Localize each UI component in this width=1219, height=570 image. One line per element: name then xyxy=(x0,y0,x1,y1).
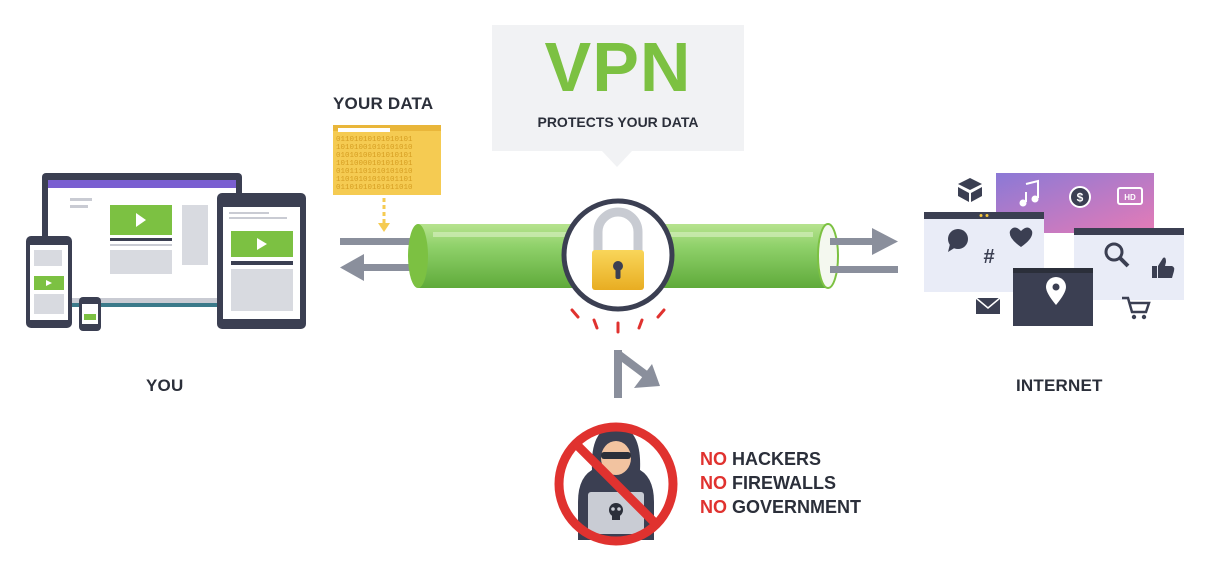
mail-icon xyxy=(975,297,1001,314)
arrow-right-icon xyxy=(830,228,898,255)
threats-list: NO HACKERS NO FIREWALLS NO GOVERNMENT xyxy=(700,447,861,519)
threat-government: NO GOVERNMENT xyxy=(700,495,861,519)
thumbs-up-icon xyxy=(1152,257,1175,278)
binary-row: 01101010101011010 xyxy=(336,184,413,192)
music-icon xyxy=(1019,179,1039,207)
binary-row: 11010101010101101 xyxy=(336,176,413,184)
binary-row: 01010100101010101 xyxy=(336,152,413,160)
internet-cluster: $ HD # xyxy=(924,173,1184,326)
threat-text: FIREWALLS xyxy=(732,473,837,493)
internet-label: INTERNET xyxy=(1016,376,1103,395)
left-arrows xyxy=(340,238,415,281)
threat-text: HACKERS xyxy=(732,449,822,469)
lock-icon xyxy=(561,198,675,334)
heart-icon xyxy=(1009,227,1033,247)
threat-no-label: NO xyxy=(700,473,727,493)
vpn-callout-tail xyxy=(602,151,632,167)
no-sign-icon xyxy=(554,422,678,546)
hd-video-icon: HD xyxy=(1117,187,1143,205)
play-icon xyxy=(136,213,146,227)
phone-icon xyxy=(26,236,72,328)
location-pin-icon xyxy=(1046,277,1066,305)
svg-text:HD: HD xyxy=(1124,193,1136,202)
hashtag-icon: # xyxy=(983,246,994,268)
chat-icon xyxy=(948,229,968,252)
cart-icon xyxy=(1122,296,1151,320)
play-icon xyxy=(257,238,267,250)
skull-icon xyxy=(609,503,623,520)
watch-icon xyxy=(79,297,101,331)
box-icon xyxy=(958,178,982,202)
right-arrows xyxy=(830,228,898,273)
binary-row: 01011101010101010 xyxy=(336,168,413,176)
redirect-arrow-icon xyxy=(614,350,660,398)
arrow-left-icon xyxy=(340,254,415,281)
play-icon xyxy=(46,280,52,286)
threat-no-label: NO xyxy=(700,497,727,517)
vpn-callout-bubble xyxy=(492,25,744,151)
devices-group xyxy=(26,173,306,331)
data-document: 0110101010101010110101001010101010010101… xyxy=(333,125,441,232)
vpn-subtitle: PROTECTS YOUR DATA xyxy=(537,114,699,130)
dollar-icon: $ xyxy=(1069,186,1091,208)
vpn-title: VPN xyxy=(544,28,692,106)
svg-text:$: $ xyxy=(1077,191,1084,205)
alert-rays xyxy=(570,308,666,334)
threat-text: GOVERNMENT xyxy=(732,497,862,517)
your-data-label: YOUR DATA xyxy=(333,94,434,113)
threat-no-label: NO xyxy=(700,449,727,469)
threat-hackers: NO HACKERS xyxy=(700,447,861,471)
threat-firewalls: NO FIREWALLS xyxy=(700,471,861,495)
search-icon xyxy=(1104,242,1130,268)
you-label: YOU xyxy=(146,376,184,395)
tablet-icon xyxy=(217,193,306,329)
binary-row: 01101010101010101 xyxy=(336,136,413,144)
binary-row: 10101001010101010 xyxy=(336,144,413,152)
binary-row: 10110000101010101 xyxy=(336,160,413,168)
